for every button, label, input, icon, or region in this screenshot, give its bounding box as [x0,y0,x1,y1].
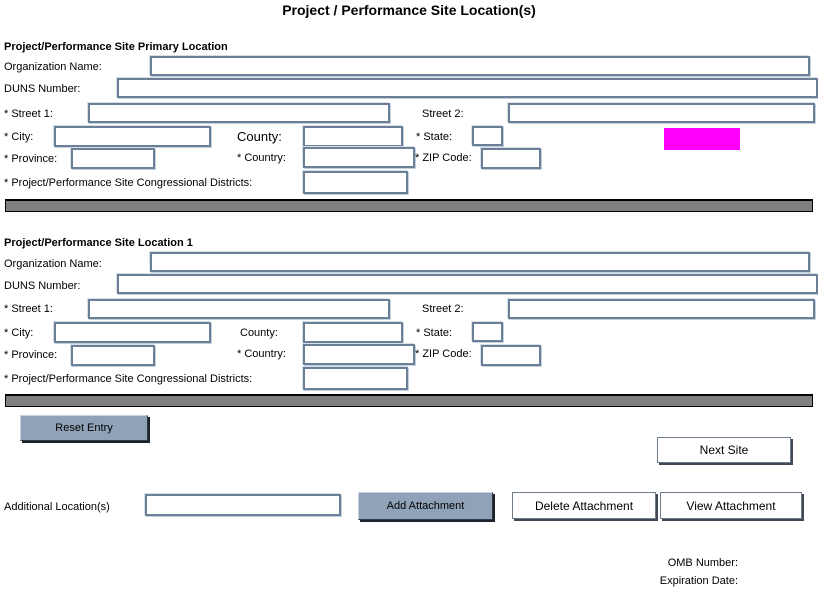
street2-label-primary: Street 2: [422,108,464,120]
org-name-label-primary: Organization Name: [4,61,102,73]
city-label-primary: * City: [4,131,34,143]
zip-input-site1[interactable] [481,345,541,366]
province-label-site1: * Province: [4,349,58,361]
street1-label-site1: * Street 1: [4,303,53,315]
country-input-site1[interactable] [303,344,415,365]
city-input-primary[interactable] [54,126,211,147]
congressional-label-site1: * Project/Performance Site Congressional… [4,373,253,385]
next-site-button[interactable]: Next Site [657,437,791,463]
country-label-site1: * Country: [237,348,286,360]
street1-input-site1[interactable] [88,299,390,319]
view-attachment-button[interactable]: View Attachment [660,492,802,519]
section-divider [5,199,813,212]
additional-locations-label: Additional Location(s) [4,501,110,513]
state-input-primary[interactable] [472,126,503,146]
org-name-input-site1[interactable] [150,252,810,272]
county-label-site1: County: [240,327,278,339]
zip-label-primary: * ZIP Code: [415,152,472,164]
delete-attachment-button[interactable]: Delete Attachment [512,492,656,519]
reset-entry-button[interactable]: Reset Entry [20,415,148,441]
section-heading-primary: Project/Performance Site Primary Locatio… [4,41,228,53]
org-name-input-primary[interactable] [150,56,810,76]
duns-input-primary[interactable] [117,78,818,98]
duns-label-site1: DUNS Number: [4,280,81,292]
street2-input-site1[interactable] [508,299,815,319]
zip-label-site1: * ZIP Code: [415,348,472,360]
street2-input-primary[interactable] [508,103,815,123]
additional-locations-input[interactable] [145,494,341,516]
county-input-site1[interactable] [303,322,403,343]
street1-input-primary[interactable] [88,103,390,123]
city-label-site1: * City: [4,327,34,339]
zip-input-primary[interactable] [481,148,541,169]
omb-number-label: OMB Number: [667,557,738,569]
county-label-primary: County: [237,129,282,144]
highlight-rectangle [664,128,740,150]
org-name-label-site1: Organization Name: [4,258,102,270]
country-label-primary: * Country: [237,152,286,164]
section-heading-location1: Project/Performance Site Location 1 [4,237,193,249]
expiration-date-label: Expiration Date: [659,575,738,587]
city-input-site1[interactable] [54,322,211,343]
congressional-input-primary[interactable] [303,171,408,194]
duns-input-site1[interactable] [117,274,818,294]
page-title: Project / Performance Site Location(s) [282,2,536,18]
duns-label-primary: DUNS Number: [4,83,81,95]
add-attachment-button[interactable]: Add Attachment [358,492,493,520]
section-divider [5,394,813,407]
street1-label-primary: * Street 1: [4,108,53,120]
state-label-primary: * State: [416,131,453,143]
state-input-site1[interactable] [472,322,503,342]
country-input-primary[interactable] [303,147,415,168]
county-input-primary[interactable] [303,126,403,147]
state-label-site1: * State: [416,327,453,339]
province-input-site1[interactable] [71,345,155,366]
congressional-label-primary: * Project/Performance Site Congressional… [4,177,253,189]
province-input-primary[interactable] [71,148,155,169]
congressional-input-site1[interactable] [303,367,408,390]
province-label-primary: * Province: [4,153,58,165]
street2-label-site1: Street 2: [422,303,464,315]
